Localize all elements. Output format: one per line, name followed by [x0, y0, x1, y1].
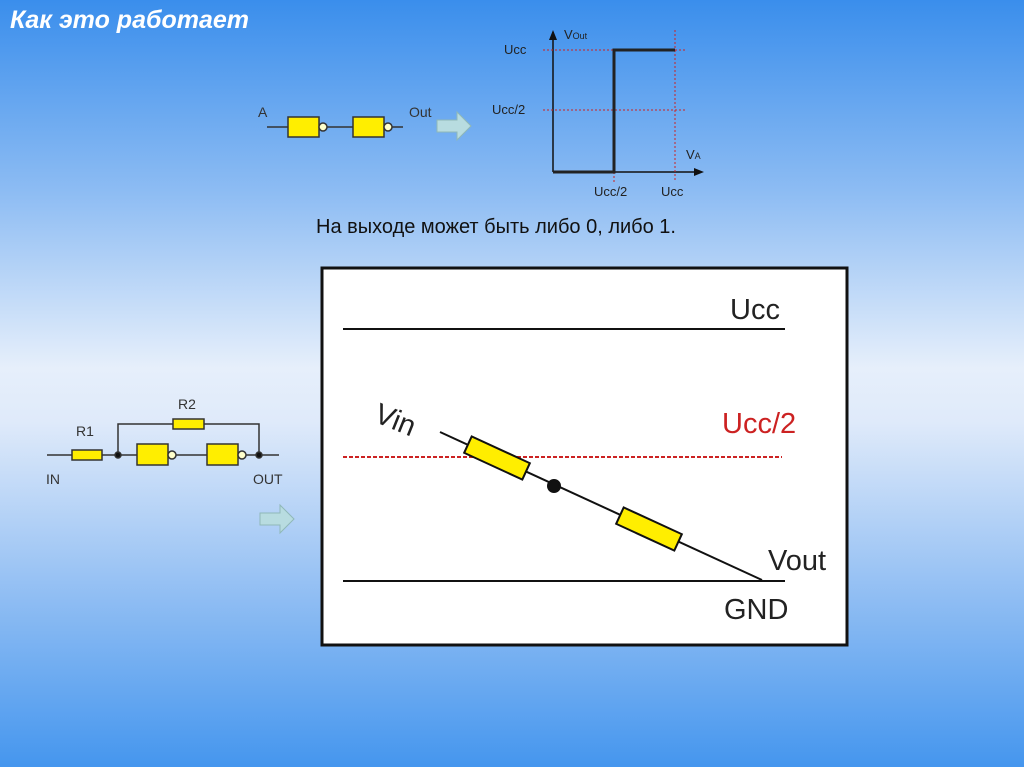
transfer-chart	[543, 30, 704, 182]
r1-label: R1	[76, 423, 94, 439]
top-inverter-chain	[267, 116, 403, 138]
gnd-label: GND	[724, 594, 789, 626]
transfer-curve	[553, 48, 675, 174]
ucc-half-label: Ucc/2	[722, 408, 797, 440]
vout-label: Vout	[768, 545, 827, 577]
in-label: IN	[46, 471, 60, 487]
arrow-icon	[436, 110, 472, 142]
input-label-a: A	[258, 104, 268, 120]
x-tick: Ucc	[661, 184, 684, 199]
x-tick: Ucc/2	[594, 184, 628, 199]
y-tick: Ucc	[504, 42, 527, 57]
ucc-label: Ucc	[730, 294, 780, 326]
slide-title: Как это работает	[10, 6, 249, 34]
y-tick: Ucc/2	[492, 102, 526, 117]
x-axis-label: VA	[686, 147, 701, 162]
out-label: OUT	[253, 471, 283, 487]
y-axis-label: VOut	[564, 27, 588, 42]
arrow-icon	[259, 503, 295, 535]
voltage-divider	[439, 431, 763, 581]
output-label: Out	[409, 104, 432, 120]
caption: На выходе может быть либо 0, либо 1.	[316, 216, 676, 238]
r2-label: R2	[178, 396, 196, 412]
feedback-circuit	[47, 418, 279, 466]
